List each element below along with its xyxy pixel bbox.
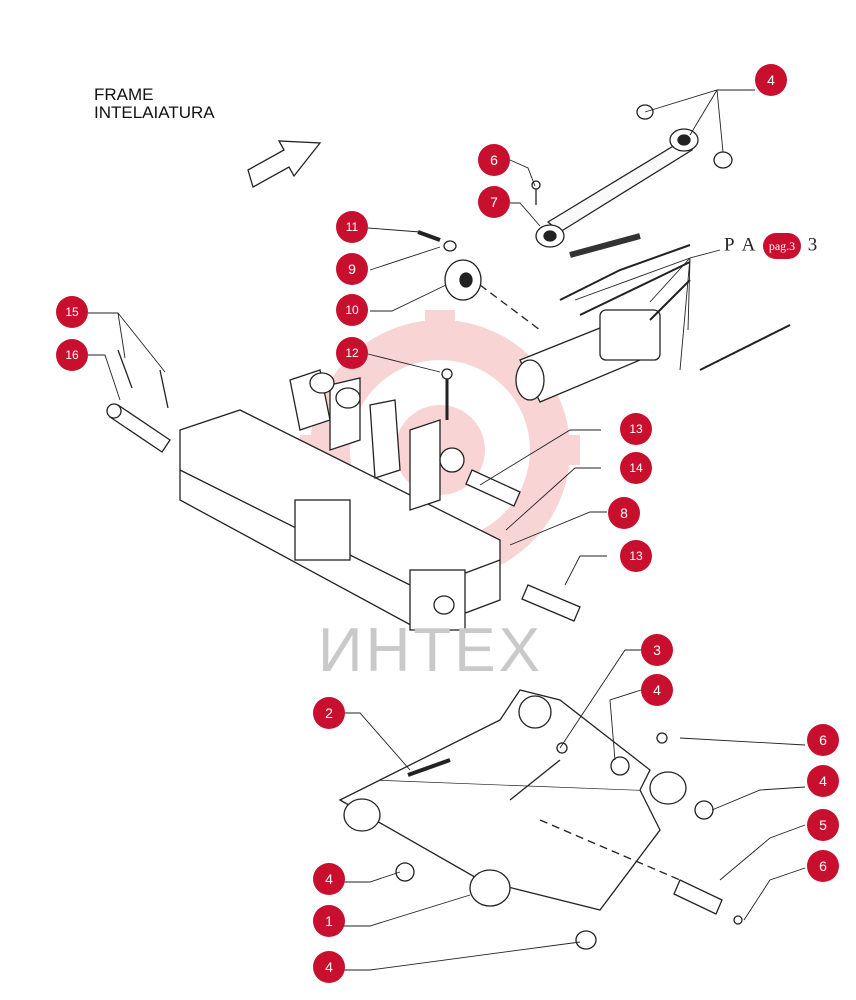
callout-4-lower-c: 4 bbox=[313, 863, 345, 895]
callout-10: 10 bbox=[336, 294, 368, 326]
upper-link-arm bbox=[531, 104, 733, 248]
callout-8: 8 bbox=[608, 497, 640, 529]
callout-5: 5 bbox=[807, 809, 839, 841]
direction-arrow-icon bbox=[247, 140, 322, 188]
flange-parts bbox=[417, 230, 541, 420]
watermark-text: ИНТЕХ bbox=[318, 616, 543, 685]
title-line-2: INTELAIATURA bbox=[94, 103, 215, 122]
callout-15: 15 bbox=[56, 296, 88, 328]
callout-6-lower-b: 6 bbox=[807, 850, 839, 882]
lower-swing-frame bbox=[338, 689, 743, 950]
callout-6-lower-a: 6 bbox=[807, 724, 839, 756]
callout-9: 9 bbox=[336, 253, 368, 285]
callout-13-a: 13 bbox=[620, 413, 652, 445]
callout-4-lower-a: 4 bbox=[641, 674, 673, 706]
callout-4-top: 4 bbox=[755, 64, 787, 96]
callout-6-top: 6 bbox=[478, 144, 510, 176]
callout-11: 11 bbox=[336, 211, 368, 243]
callout-2: 2 bbox=[313, 697, 345, 729]
page-reference-suffix: 3 bbox=[807, 234, 820, 256]
callout-4-lower-d: 4 bbox=[313, 951, 345, 983]
leader-lines bbox=[88, 89, 806, 971]
page-reference-badge: pag.3 bbox=[763, 233, 801, 259]
callout-7: 7 bbox=[478, 186, 510, 218]
callout-1: 1 bbox=[313, 905, 345, 937]
pins bbox=[106, 349, 723, 915]
callout-13-b: 13 bbox=[620, 540, 652, 572]
title-line-1: FRAME bbox=[94, 85, 154, 104]
diagram-title: FRAME INTELAIATURA bbox=[94, 86, 215, 122]
callout-14: 14 bbox=[620, 452, 652, 484]
callout-12: 12 bbox=[336, 337, 368, 369]
callout-3: 3 bbox=[641, 634, 673, 666]
page-reference-prefix: P A bbox=[724, 234, 757, 256]
page-reference: P A pag.3 3 bbox=[724, 233, 819, 259]
main-frame-assembly bbox=[179, 369, 501, 631]
callout-4-lower-b: 4 bbox=[807, 765, 839, 797]
hydraulic-cylinder bbox=[515, 233, 791, 403]
callout-16: 16 bbox=[56, 339, 88, 371]
